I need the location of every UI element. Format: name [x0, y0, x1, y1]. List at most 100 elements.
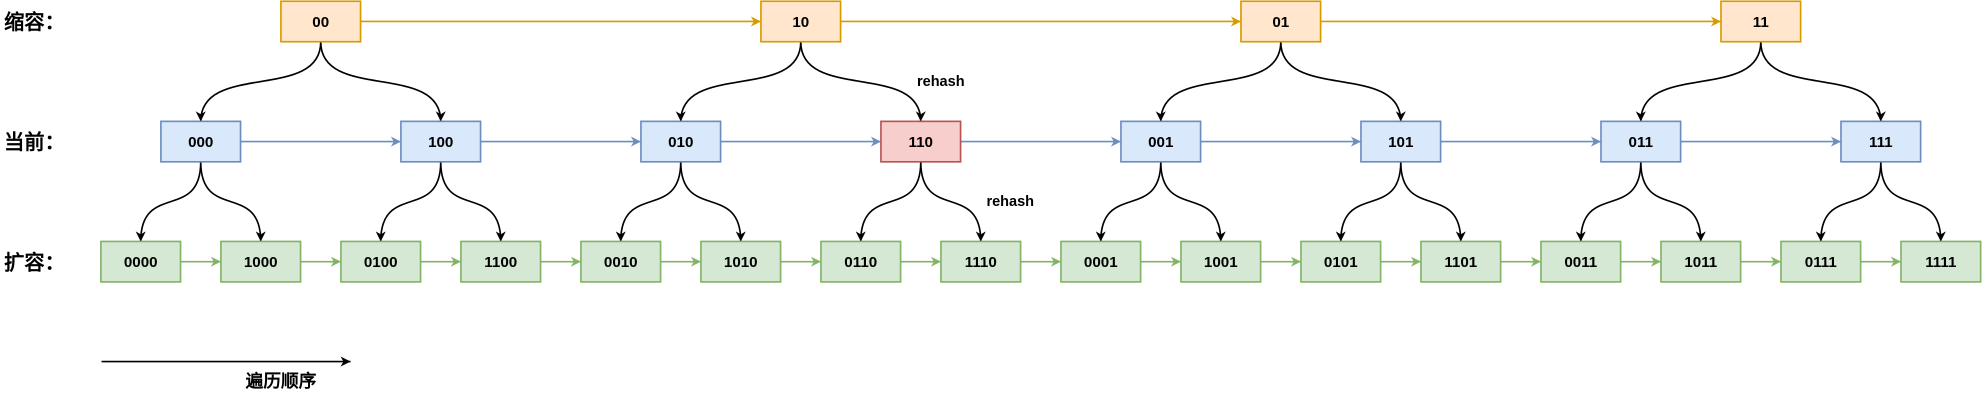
expand-bucket-node: 1010 — [700, 240, 782, 283]
expand-bucket-node: 0000 — [100, 240, 182, 283]
node-box — [280, 0, 362, 43]
split-arrow-shrink-to-current — [675, 41, 802, 122]
node-label: 00 — [312, 14, 329, 31]
node-box — [460, 240, 542, 283]
current-bucket-node: 000 — [160, 120, 242, 163]
split-arrow-shrink-to-current — [1279, 41, 1406, 122]
expand-bucket-node: 1101 — [1420, 240, 1502, 283]
node-label: 001 — [1148, 134, 1173, 151]
node-label: 1110 — [965, 254, 997, 271]
split-arrow-shrink-to-current — [1635, 41, 1762, 122]
node-label: 111 — [1869, 134, 1893, 151]
split-arrow-shrink-to-current — [799, 41, 926, 122]
node-label: 101 — [1388, 134, 1413, 151]
row-label-expand: 扩容： — [4, 250, 65, 274]
expand-bucket-node: 1100 — [460, 240, 542, 283]
expand-bucket-node: 1011 — [1660, 240, 1742, 283]
split-arrow-current-to-expand — [375, 161, 442, 242]
node-label: 0111 — [1805, 254, 1837, 271]
node-box — [220, 240, 302, 283]
traversal-order-label: 遍历顺序 — [245, 370, 317, 391]
current-bucket-node: 001 — [1120, 120, 1202, 163]
node-box — [580, 240, 662, 283]
node-label: 110 — [909, 134, 933, 151]
split-arrow-current-to-expand — [1095, 161, 1162, 242]
node-label: 1100 — [484, 254, 517, 271]
rehash-annotation: rehash — [917, 74, 965, 90]
node-label: 0100 — [364, 254, 398, 271]
expand-bucket-node: 0011 — [1540, 240, 1622, 283]
split-arrow-current-to-expand — [615, 161, 682, 242]
expand-bucket-node: 1001 — [1180, 240, 1262, 283]
shrink-bucket-node: 00 — [280, 0, 362, 43]
shrink-bucket-node: 01 — [1240, 0, 1322, 43]
node-label: 10 — [792, 14, 809, 31]
node-box — [760, 0, 842, 43]
split-arrow-current-to-expand — [919, 161, 986, 242]
node-label: 01 — [1272, 14, 1289, 31]
expand-bucket-node: 1110 — [940, 240, 1022, 283]
split-arrow-current-to-expand — [1399, 161, 1466, 242]
current-bucket-node: 010 — [640, 120, 722, 163]
node-box — [1360, 120, 1442, 163]
shrink-bucket-node: 10 — [760, 0, 842, 43]
expand-bucket-node: 0101 — [1300, 240, 1382, 283]
edges-layer — [135, 16, 1946, 267]
split-arrow-current-to-expand — [199, 161, 266, 242]
split-arrow-current-to-expand — [135, 161, 202, 242]
node-label: 1001 — [1204, 254, 1238, 271]
expand-bucket-node: 0100 — [340, 240, 422, 283]
expand-bucket-node: 1000 — [220, 240, 302, 283]
row-label-shrink: 缩容： — [4, 10, 65, 34]
expand-bucket-node: 0001 — [1060, 240, 1142, 283]
node-box — [940, 240, 1022, 283]
node-label: 1101 — [1444, 254, 1477, 271]
node-label: 011 — [1629, 134, 1653, 151]
split-arrow-shrink-to-current — [1759, 41, 1886, 122]
split-arrow-current-to-expand — [1639, 161, 1706, 242]
node-box — [1060, 240, 1142, 283]
split-arrow-current-to-expand — [1575, 161, 1642, 242]
split-arrow-shrink-to-current — [195, 41, 322, 122]
split-arrow-shrink-to-current — [319, 41, 446, 122]
node-box — [1540, 240, 1622, 283]
shrink-bucket-node: 11 — [1720, 0, 1802, 43]
node-box — [1420, 240, 1502, 283]
current-bucket-node: 011 — [1600, 120, 1682, 163]
current-bucket-node: 101 — [1360, 120, 1442, 163]
split-arrow-shrink-to-current — [1155, 41, 1282, 122]
expand-bucket-node: 1111 — [1900, 240, 1982, 283]
node-box — [160, 120, 242, 163]
node-box — [100, 240, 182, 283]
node-label: 0101 — [1324, 254, 1358, 271]
node-label: 11 — [1753, 14, 1769, 31]
split-arrow-current-to-expand — [1815, 161, 1882, 242]
node-box — [1780, 240, 1862, 283]
split-arrow-current-to-expand — [1879, 161, 1946, 242]
node-label: 1010 — [724, 254, 758, 271]
node-label: 0010 — [604, 254, 638, 271]
node-box — [1840, 120, 1922, 163]
expand-bucket-node: 0010 — [580, 240, 662, 283]
node-label: 0011 — [1564, 254, 1597, 271]
split-arrow-current-to-expand — [679, 161, 746, 242]
node-box — [880, 120, 962, 163]
split-arrow-current-to-expand — [439, 161, 506, 242]
node-label: 1111 — [1925, 254, 1956, 271]
current-bucket-node-highlighted: 110 — [880, 120, 962, 163]
node-box — [340, 240, 422, 283]
node-box — [1180, 240, 1262, 283]
node-box — [1720, 0, 1802, 43]
current-bucket-node: 100 — [400, 120, 482, 163]
node-box — [820, 240, 902, 283]
node-box — [1600, 120, 1682, 163]
node-box — [1120, 120, 1202, 163]
node-label: 010 — [668, 134, 693, 151]
node-box — [1300, 240, 1382, 283]
node-label: 1000 — [244, 254, 278, 271]
node-box — [1240, 0, 1322, 43]
split-arrow-current-to-expand — [855, 161, 922, 242]
node-label: 000 — [188, 134, 213, 151]
